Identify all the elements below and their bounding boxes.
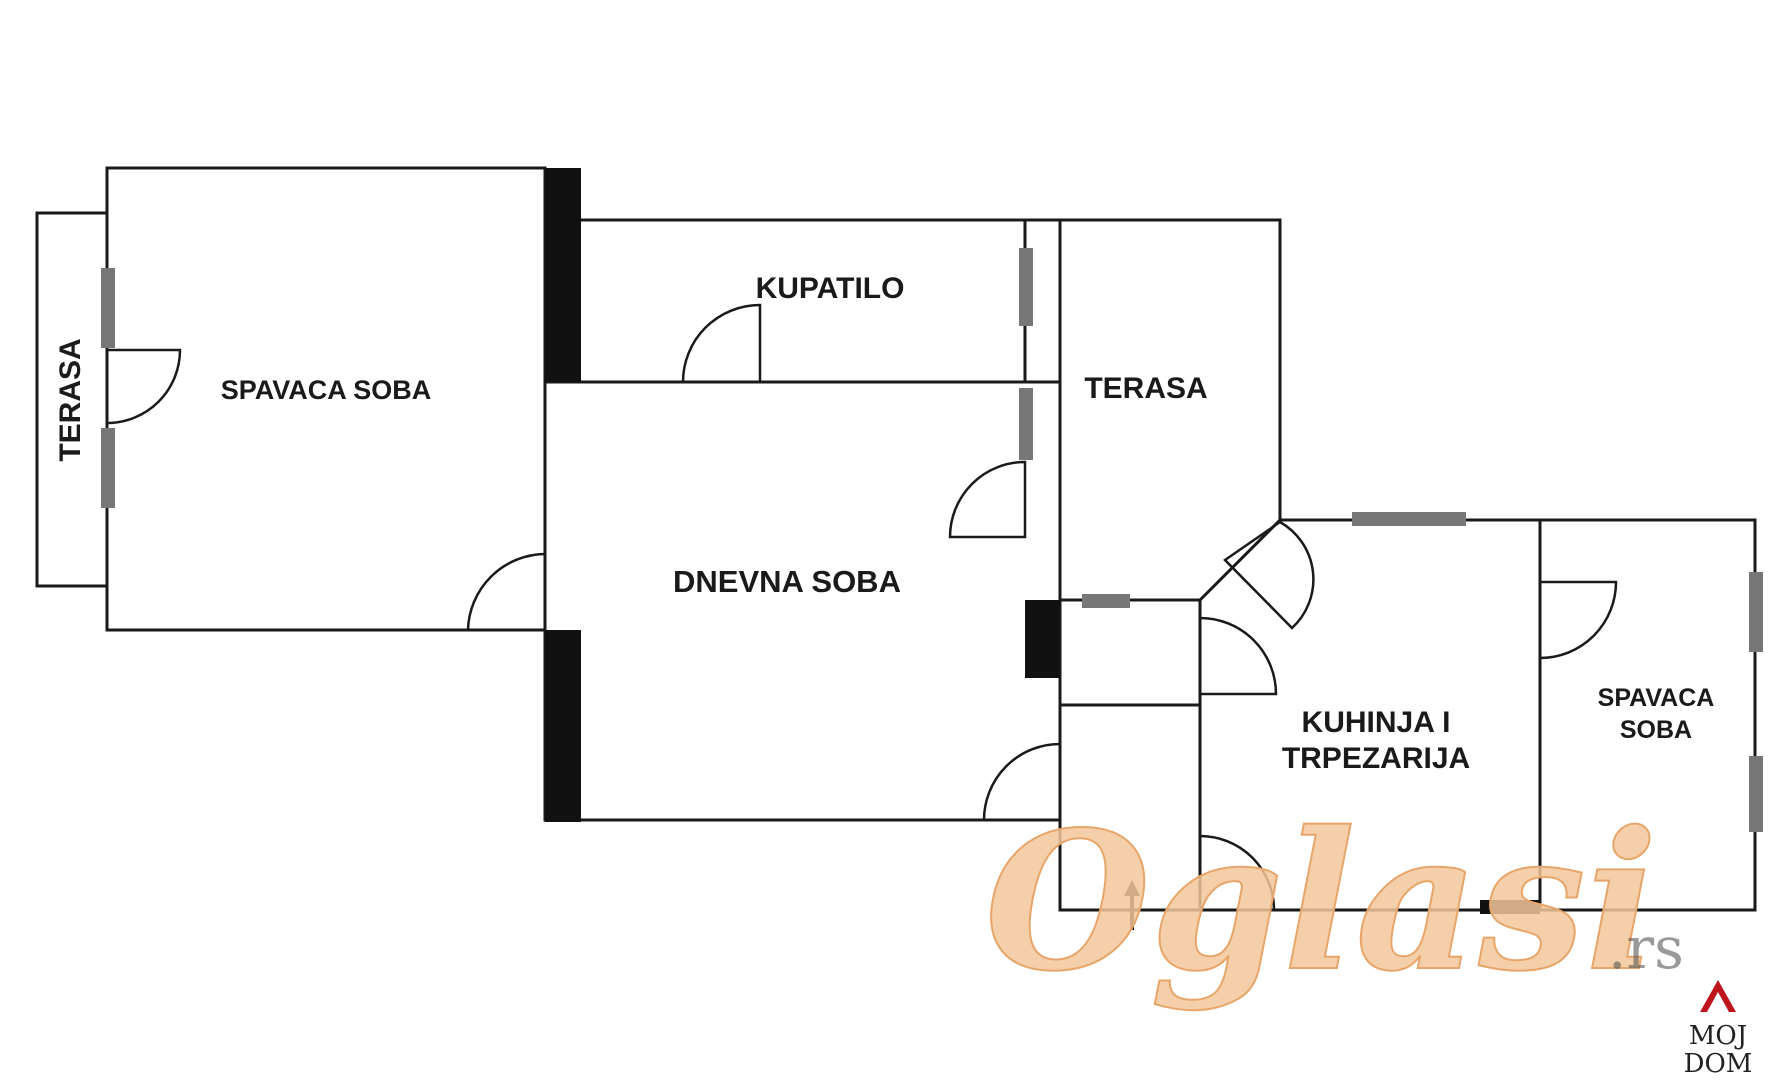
watermark-brand: Oglasi bbox=[985, 790, 1658, 1013]
moj-dom-logo: MOJ DOM bbox=[1684, 980, 1753, 1079]
label-terasa-left: TERASA bbox=[54, 338, 87, 461]
roof-icon bbox=[1700, 980, 1736, 1012]
watermark-suffix: .rs bbox=[1608, 914, 1684, 982]
label-dnevna: DNEVNA SOBA bbox=[673, 564, 901, 599]
windows bbox=[101, 248, 1763, 832]
label-spavaca-left: SPAVACA SOBA bbox=[221, 375, 432, 405]
label-terasa-mid: TERASA bbox=[1084, 372, 1207, 405]
structural-walls bbox=[545, 168, 1540, 914]
label-spavaca-right-line1: SPAVACA bbox=[1598, 684, 1715, 712]
watermark: Oglasi .rs bbox=[984, 789, 1684, 1014]
label-spavaca-right-line2: SOBA bbox=[1620, 716, 1692, 744]
entrance-arrow-icon bbox=[1124, 880, 1140, 930]
label-kupatilo: KUPATILO bbox=[756, 272, 905, 305]
label-kuhinja-line1: KUHINJA I bbox=[1302, 706, 1451, 739]
room-labels: TERASA SPAVACA SOBA KUPATILO TERASA DNEV… bbox=[54, 272, 1714, 775]
logo-line2: DOM bbox=[1684, 1049, 1753, 1079]
logo-line1: MOJ bbox=[1689, 1021, 1747, 1051]
doors bbox=[106, 303, 1618, 912]
label-kuhinja-line2: TRPEZARIJA bbox=[1282, 742, 1470, 775]
